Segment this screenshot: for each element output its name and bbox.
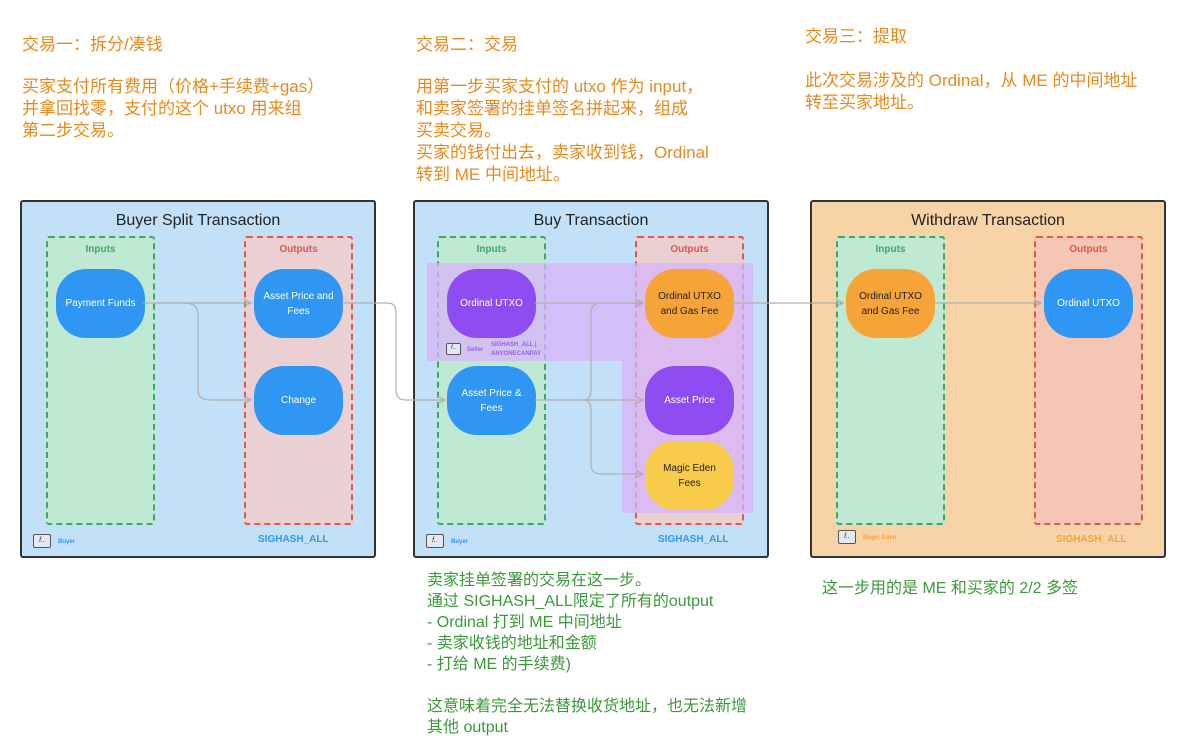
sighash-label: SIGHASH_ALL [258, 534, 329, 545]
edge [582, 303, 643, 401]
panel-buyer-split: Buyer Split Transaction Inputs Outputs P… [20, 200, 376, 558]
step1-title: 交易一：拆分/凑钱 [22, 35, 163, 54]
step3-footer-note: 这一步用的是 ME 和买家的 2/2 多签 [822, 580, 1079, 597]
signature-icon: f.. [33, 534, 51, 548]
step2-footer-note: 卖家挂单签署的交易在这一步。 通过 SIGHASH_ALL限定了所有的outpu… [427, 572, 748, 736]
node-ordinal-utxo: Ordinal UTXO [1044, 269, 1133, 338]
node-change: Change [254, 366, 343, 435]
signer-label: Buyer [451, 539, 469, 545]
inputs-label: Inputs [476, 244, 507, 255]
signature-icon: f.. [426, 534, 444, 548]
node-ordinal-utxo-gas: Ordinal UTXO and Gas Fee [846, 269, 935, 338]
node-ordinal-utxo-gas: Ordinal UTXO and Gas Fee [645, 269, 734, 338]
node-asset-price-fees: Asset Price and Fees [254, 269, 343, 338]
step3-body: 此次交易涉及的 Ordinal，从 ME 的中间地址 转至买家地址。 [805, 71, 1138, 112]
outputs-label: Outputs [279, 244, 318, 255]
edge [582, 399, 643, 474]
node-magic-eden-fees: Magic Eden Fees [645, 441, 734, 510]
signature-icon: f.. [838, 530, 856, 544]
outputs-label: Outputs [1069, 244, 1108, 255]
sighash-label: SIGHASH_ALL [1056, 534, 1127, 545]
step2-title: 交易二：交易 [416, 35, 518, 54]
signature-icon: f.. [446, 343, 461, 355]
signer-label: Buyer [58, 539, 76, 545]
step1-body: 买家支付所有费用（价格+手续费+gas） 并拿回找零，支付的这个 utxo 用来… [22, 77, 325, 140]
node-asset-price: Asset Price [645, 366, 734, 435]
step2-body: 用第一步买家支付的 utxo 作为 input， 和卖家签署的挂单签名拼起来，组… [416, 77, 709, 184]
seller-sighash-label: SIGHASH_ALL | ANYONECANPAY [491, 342, 542, 357]
edge [184, 302, 251, 400]
sighash-label: SIGHASH_ALL [658, 534, 729, 545]
panel-title: Buyer Split Transaction [115, 212, 281, 229]
node-asset-price-fees: Asset Price & Fees [447, 366, 536, 435]
panel-buy: Buy Transaction Inputs Outputs Ordinal U… [413, 200, 769, 558]
signer-label: Magic Eden [863, 535, 897, 541]
step3-title: 交易三：提取 [805, 27, 907, 46]
inputs-label: Inputs [875, 244, 906, 255]
inputs-label: Inputs [85, 244, 116, 255]
panel-title: Withdraw Transaction [911, 212, 1065, 229]
edge [342, 302, 445, 400]
panel-title: Buy Transaction [533, 212, 649, 229]
seller-label: Seller [467, 347, 484, 353]
panel-withdraw: Withdraw Transaction Inputs Outputs Ordi… [810, 200, 1166, 558]
outputs-label: Outputs [670, 244, 709, 255]
node-payment-funds: Payment Funds [56, 269, 145, 338]
node-ordinal-utxo: Ordinal UTXO [447, 269, 536, 338]
